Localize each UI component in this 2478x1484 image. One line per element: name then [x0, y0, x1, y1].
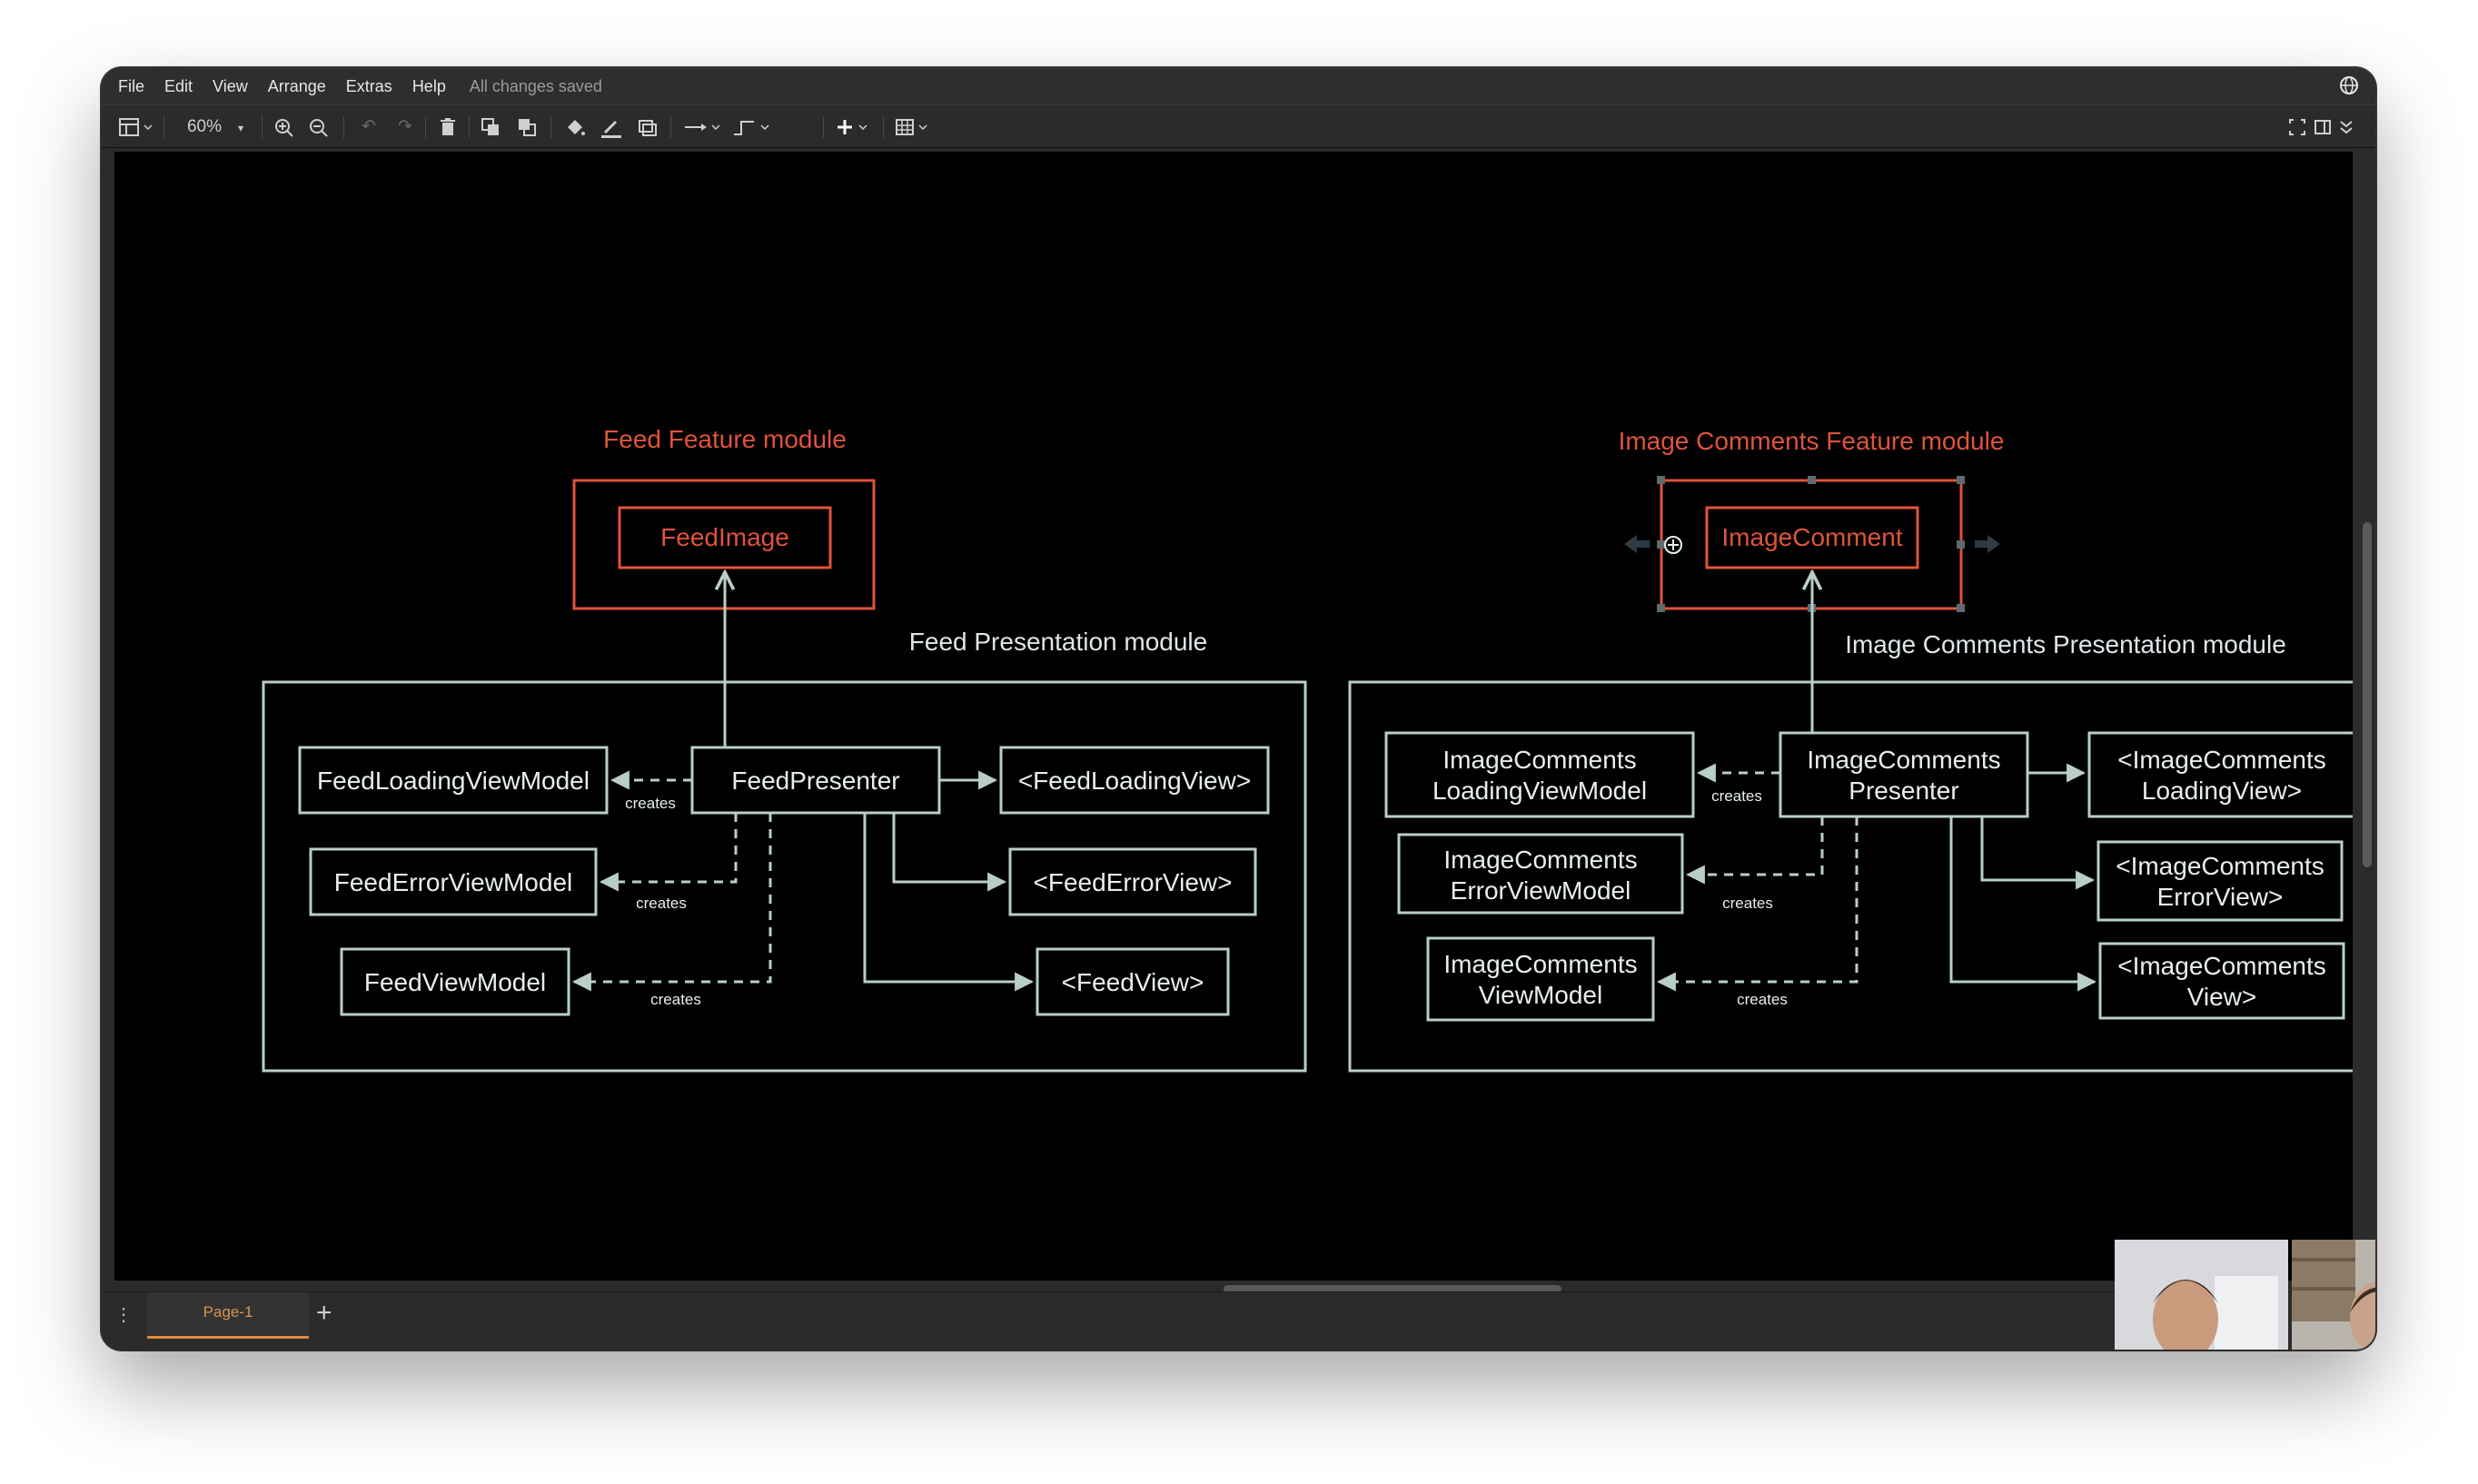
- menu-arrange[interactable]: Arrange: [267, 76, 326, 95]
- webcam-video-2: [2292, 1240, 2375, 1350]
- ic-loading-view-text-1: <ImageComments: [2117, 746, 2326, 774]
- toolbar: 60% ▾ ↶ ↷: [102, 104, 2375, 148]
- diagram-canvas[interactable]: Feed Feature module FeedImage Feed Prese…: [114, 152, 2375, 1291]
- ic-error-view-text-1: <ImageComments: [2116, 852, 2324, 880]
- feed-viewmodel-text: FeedViewModel: [364, 968, 546, 996]
- fill-color-icon[interactable]: [563, 116, 587, 138]
- feed-loading-viewmodel-node[interactable]: [298, 746, 609, 815]
- image-comments-feature-module-label: Image Comments Feature module: [1619, 427, 2005, 455]
- format-panel-icon[interactable]: [118, 116, 154, 138]
- line-color-icon[interactable]: [600, 116, 623, 138]
- image-comment-node[interactable]: [1705, 506, 1919, 569]
- feed-image-node[interactable]: [618, 506, 832, 569]
- vertical-scrollbar[interactable]: [2363, 522, 2372, 867]
- ic-presenter-node[interactable]: [1779, 731, 2029, 818]
- tab-page-1-label: Page-1: [203, 1303, 253, 1321]
- creates-label: creates: [636, 895, 687, 912]
- connect-arrow-left-icon[interactable]: [1624, 535, 1650, 553]
- insert-icon[interactable]: [834, 116, 874, 138]
- zoom-value: 60%: [186, 117, 222, 136]
- ic-loading-viewmodel-text-1: ImageComments: [1442, 746, 1636, 774]
- ic-viewmodel-text-2: ViewModel: [1479, 981, 1602, 1009]
- feed-loading-viewmodel-text: FeedLoadingViewModel: [317, 767, 590, 795]
- feed-error-viewmodel-text: FeedErrorViewModel: [334, 868, 573, 896]
- feed-presentation-module-box[interactable]: [262, 680, 1307, 1073]
- creates-label: creates: [625, 795, 676, 812]
- move-icon[interactable]: [1664, 536, 1682, 554]
- to-front-icon[interactable]: [480, 116, 503, 138]
- table-icon[interactable]: [894, 116, 934, 138]
- ic-error-view-text-2: ErrorView>: [2157, 883, 2284, 911]
- ic-presenter-text-2: Presenter: [1849, 777, 1958, 805]
- ic-view-text-2: View>: [2187, 983, 2257, 1011]
- image-comments-presentation-module-label: Image Comments Presentation module: [1845, 630, 2286, 658]
- globe-icon[interactable]: [2339, 75, 2359, 95]
- redo-icon[interactable]: ↷: [398, 117, 412, 136]
- shadow-icon[interactable]: [636, 116, 659, 138]
- connection-style-icon[interactable]: [683, 116, 723, 138]
- feed-loading-view-text: <FeedLoadingView>: [1018, 767, 1251, 795]
- ic-loading-viewmodel-text-2: LoadingViewModel: [1432, 777, 1647, 805]
- collapse-icon[interactable]: [2336, 116, 2356, 138]
- left-panel-rail[interactable]: [102, 152, 114, 1291]
- webcam-video-1: [2115, 1240, 2288, 1350]
- ic-loading-view-text-2: LoadingView>: [2142, 777, 2302, 805]
- ic-viewmodel-text-1: ImageComments: [1443, 950, 1637, 978]
- feed-view-text: <FeedView>: [1062, 968, 1204, 996]
- image-comment-text: ImageComment: [1721, 523, 1902, 551]
- ic-error-viewmodel-text-1: ImageComments: [1443, 846, 1637, 874]
- tab-page-1[interactable]: Page-1: [147, 1292, 309, 1339]
- ic-view-node[interactable]: [2098, 942, 2345, 1020]
- save-status: All changes saved: [469, 76, 602, 95]
- creates-label: creates: [1711, 787, 1762, 805]
- pages-menu-icon[interactable]: ⋮: [114, 1305, 133, 1325]
- waypoints-icon[interactable]: [732, 116, 772, 138]
- add-page-icon[interactable]: +: [316, 1298, 332, 1328]
- drawio-window: File Edit View Arrange Extras Help All c…: [102, 68, 2375, 1350]
- ic-loading-viewmodel-node[interactable]: [1384, 731, 1695, 818]
- menu-extras[interactable]: Extras: [345, 76, 392, 95]
- to-back-icon[interactable]: [516, 116, 540, 138]
- feed-loading-view-node[interactable]: [999, 746, 1270, 815]
- feed-error-view-text: <FeedErrorView>: [1034, 868, 1233, 896]
- feed-feature-module-label: Feed Feature module: [603, 425, 847, 453]
- menu-bar: File Edit View Arrange Extras Help All c…: [102, 68, 2375, 104]
- chevron-down-icon: ▾: [238, 122, 244, 134]
- ic-error-viewmodel-text-2: ErrorViewModel: [1451, 876, 1631, 905]
- ic-view-text-1: <ImageComments: [2117, 952, 2326, 980]
- delete-icon[interactable]: [436, 116, 460, 138]
- diagram-svg: Feed Feature module FeedImage Feed Prese…: [262, 425, 2375, 1073]
- feed-error-viewmodel-node[interactable]: [309, 847, 598, 916]
- undo-icon[interactable]: ↶: [362, 117, 376, 136]
- ic-error-view-node[interactable]: [2096, 840, 2344, 922]
- creates-label: creates: [650, 991, 701, 1008]
- menu-help[interactable]: Help: [411, 76, 446, 95]
- menu-file[interactable]: File: [118, 76, 145, 95]
- ic-viewmodel-node[interactable]: [1426, 936, 1655, 1022]
- feed-presenter-text: FeedPresenter: [731, 767, 899, 795]
- zoom-out-icon[interactable]: [307, 116, 331, 138]
- image-comments-presentation-module-box[interactable]: [1348, 680, 2375, 1073]
- format-toggle-icon[interactable]: [2313, 116, 2333, 138]
- page-tab-bar: ⋮ Page-1 +: [102, 1291, 2375, 1350]
- feed-image-text: FeedImage: [660, 523, 789, 551]
- creates-label: creates: [1722, 895, 1773, 912]
- zoom-select[interactable]: 60% ▾: [174, 116, 256, 138]
- zoom-in-icon[interactable]: [273, 116, 296, 138]
- fullscreen-icon[interactable]: [2287, 116, 2307, 138]
- feed-view-node[interactable]: [1036, 947, 1230, 1016]
- feed-viewmodel-node[interactable]: [340, 947, 570, 1016]
- creates-label: creates: [1737, 991, 1788, 1008]
- feed-presentation-module-label: Feed Presentation module: [909, 628, 1207, 656]
- feed-error-view-node[interactable]: [1008, 847, 1257, 916]
- menu-edit[interactable]: Edit: [164, 76, 193, 95]
- connect-arrow-right-icon[interactable]: [1975, 535, 2000, 553]
- ic-error-viewmodel-node[interactable]: [1397, 833, 1684, 915]
- menu-view[interactable]: View: [213, 76, 248, 95]
- horizontal-scrollbar[interactable]: [1224, 1285, 1561, 1293]
- ic-presenter-text-1: ImageComments: [1807, 746, 2000, 774]
